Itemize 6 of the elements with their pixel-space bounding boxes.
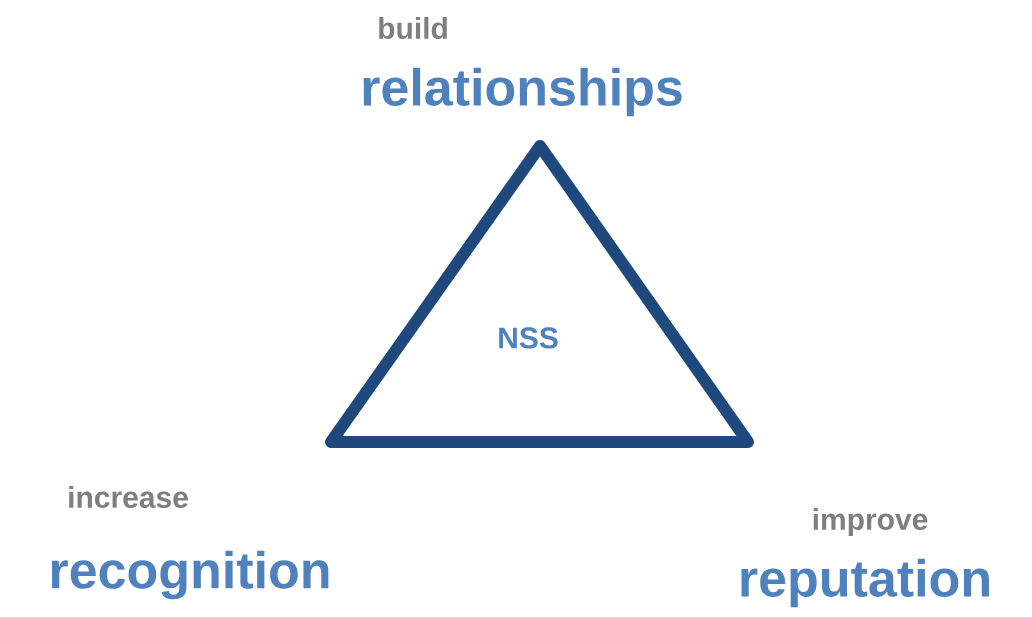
goal-label: reputation	[741, 558, 989, 608]
goal-label: recognition	[51, 550, 329, 600]
verb-label: build	[379, 17, 447, 39]
verb-label: increase	[69, 486, 188, 508]
verb-label: improve	[813, 508, 928, 536]
triangle: NSS	[325, 140, 754, 448]
